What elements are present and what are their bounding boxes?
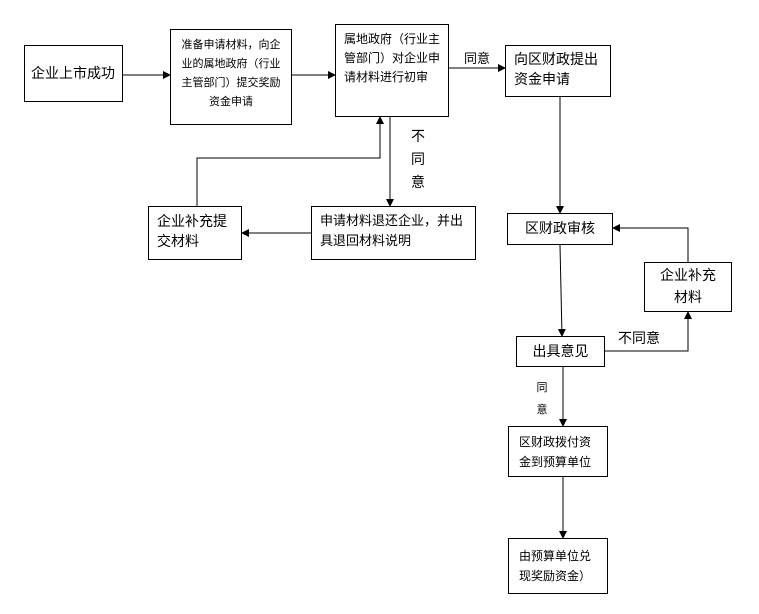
- arrow-finance-review-to-opinion: [557, 244, 566, 337]
- node-pay-reward: 由预算单位兑现奖励资金）: [508, 538, 608, 594]
- label-disagree-vertical: 不同意: [411, 129, 425, 191]
- label-agree-top: 同意: [464, 52, 491, 67]
- node-supplement-left: 企业补充提交材料: [148, 206, 242, 260]
- node-issue-opinion: 出具意见: [516, 336, 605, 367]
- node-allocate-funds: 区财政拨付资金到预算单位: [508, 426, 608, 477]
- label-disagree-right: 不同意: [618, 331, 660, 347]
- arrow-supplement-right-to-finance-review: [612, 224, 689, 262]
- node-apply-finance: 向区财政提出资金申请: [505, 45, 611, 97]
- node-local-gov-review: 属地政府（行业主管部门）对企业申请材料进行初审: [335, 24, 449, 117]
- arrow-opinion-to-supplement-right: [605, 311, 692, 352]
- node-return-materials: 申请材料退还企业，并出具退回材料说明: [311, 206, 476, 260]
- node-finance-review: 区财政审核: [507, 213, 613, 245]
- arrow-supplement-to-review: [196, 116, 384, 206]
- node-listing-success: 企业上市成功: [24, 45, 123, 102]
- label-agree-bottom: 同意: [536, 381, 548, 416]
- node-prepare-materials: 准备申请材料，向企业的属地政府（行业主管部门）提交奖励资金申请: [170, 29, 292, 125]
- node-supplement-right: 企业补充材料: [644, 262, 732, 312]
